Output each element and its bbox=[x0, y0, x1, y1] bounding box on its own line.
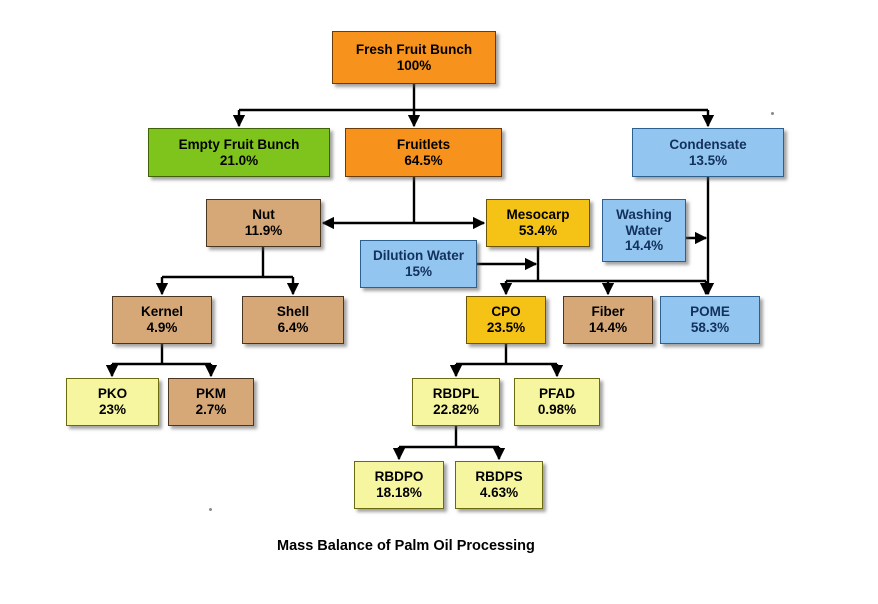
node-label: PKO bbox=[97, 386, 128, 402]
image-speck bbox=[209, 508, 212, 511]
node-value: 11.9% bbox=[244, 223, 283, 238]
node-value: 53.4% bbox=[518, 223, 558, 238]
node-label: RBDPO bbox=[374, 469, 424, 485]
node-label: RBDPL bbox=[432, 386, 480, 402]
node-value: 6.4% bbox=[277, 320, 309, 335]
node-value: 0.98% bbox=[537, 402, 577, 417]
node-value: 15% bbox=[404, 264, 433, 279]
node-label: PKM bbox=[196, 386, 226, 402]
node-value: 64.5% bbox=[404, 152, 443, 168]
node-label: PFAD bbox=[538, 386, 575, 402]
node-label: POME bbox=[690, 304, 730, 320]
node-value: 21.0% bbox=[219, 152, 259, 168]
node-value: 18.18% bbox=[376, 485, 422, 500]
node-value: 22.82% bbox=[433, 402, 479, 417]
node-label: Shell bbox=[276, 304, 310, 320]
node-label: Condensate bbox=[669, 136, 747, 152]
node-value: 4.9% bbox=[146, 320, 178, 335]
node-label: Empty Fruit Bunch bbox=[178, 136, 300, 152]
node-value: 23.5% bbox=[486, 320, 526, 335]
node-label: Washing Water bbox=[616, 206, 672, 238]
node-label: Kernel bbox=[140, 304, 184, 320]
node-value: 4.63% bbox=[479, 485, 519, 500]
diagram-caption: Mass Balance of Palm Oil Processing bbox=[277, 538, 535, 554]
node-value: 23% bbox=[98, 402, 127, 417]
node-value: 58.3% bbox=[690, 320, 730, 335]
node-label: Nut bbox=[252, 207, 275, 223]
node-value: 14.4% bbox=[588, 320, 628, 335]
node-label: Fiber bbox=[591, 304, 625, 320]
node-label: Fresh Fruit Bunch bbox=[355, 41, 473, 57]
node-label: Dilution Water bbox=[373, 248, 464, 264]
node-label: Mesocarp bbox=[506, 207, 570, 223]
node-value: 100% bbox=[396, 57, 432, 73]
node-label: RBDPS bbox=[475, 469, 523, 485]
node-value: 2.7% bbox=[195, 402, 227, 417]
node-value: 14.4% bbox=[624, 238, 664, 254]
node-value: 13.5% bbox=[688, 152, 728, 168]
node-label: Fruitlets bbox=[396, 136, 451, 152]
node-label: CPO bbox=[491, 304, 521, 320]
image-speck bbox=[771, 112, 774, 115]
